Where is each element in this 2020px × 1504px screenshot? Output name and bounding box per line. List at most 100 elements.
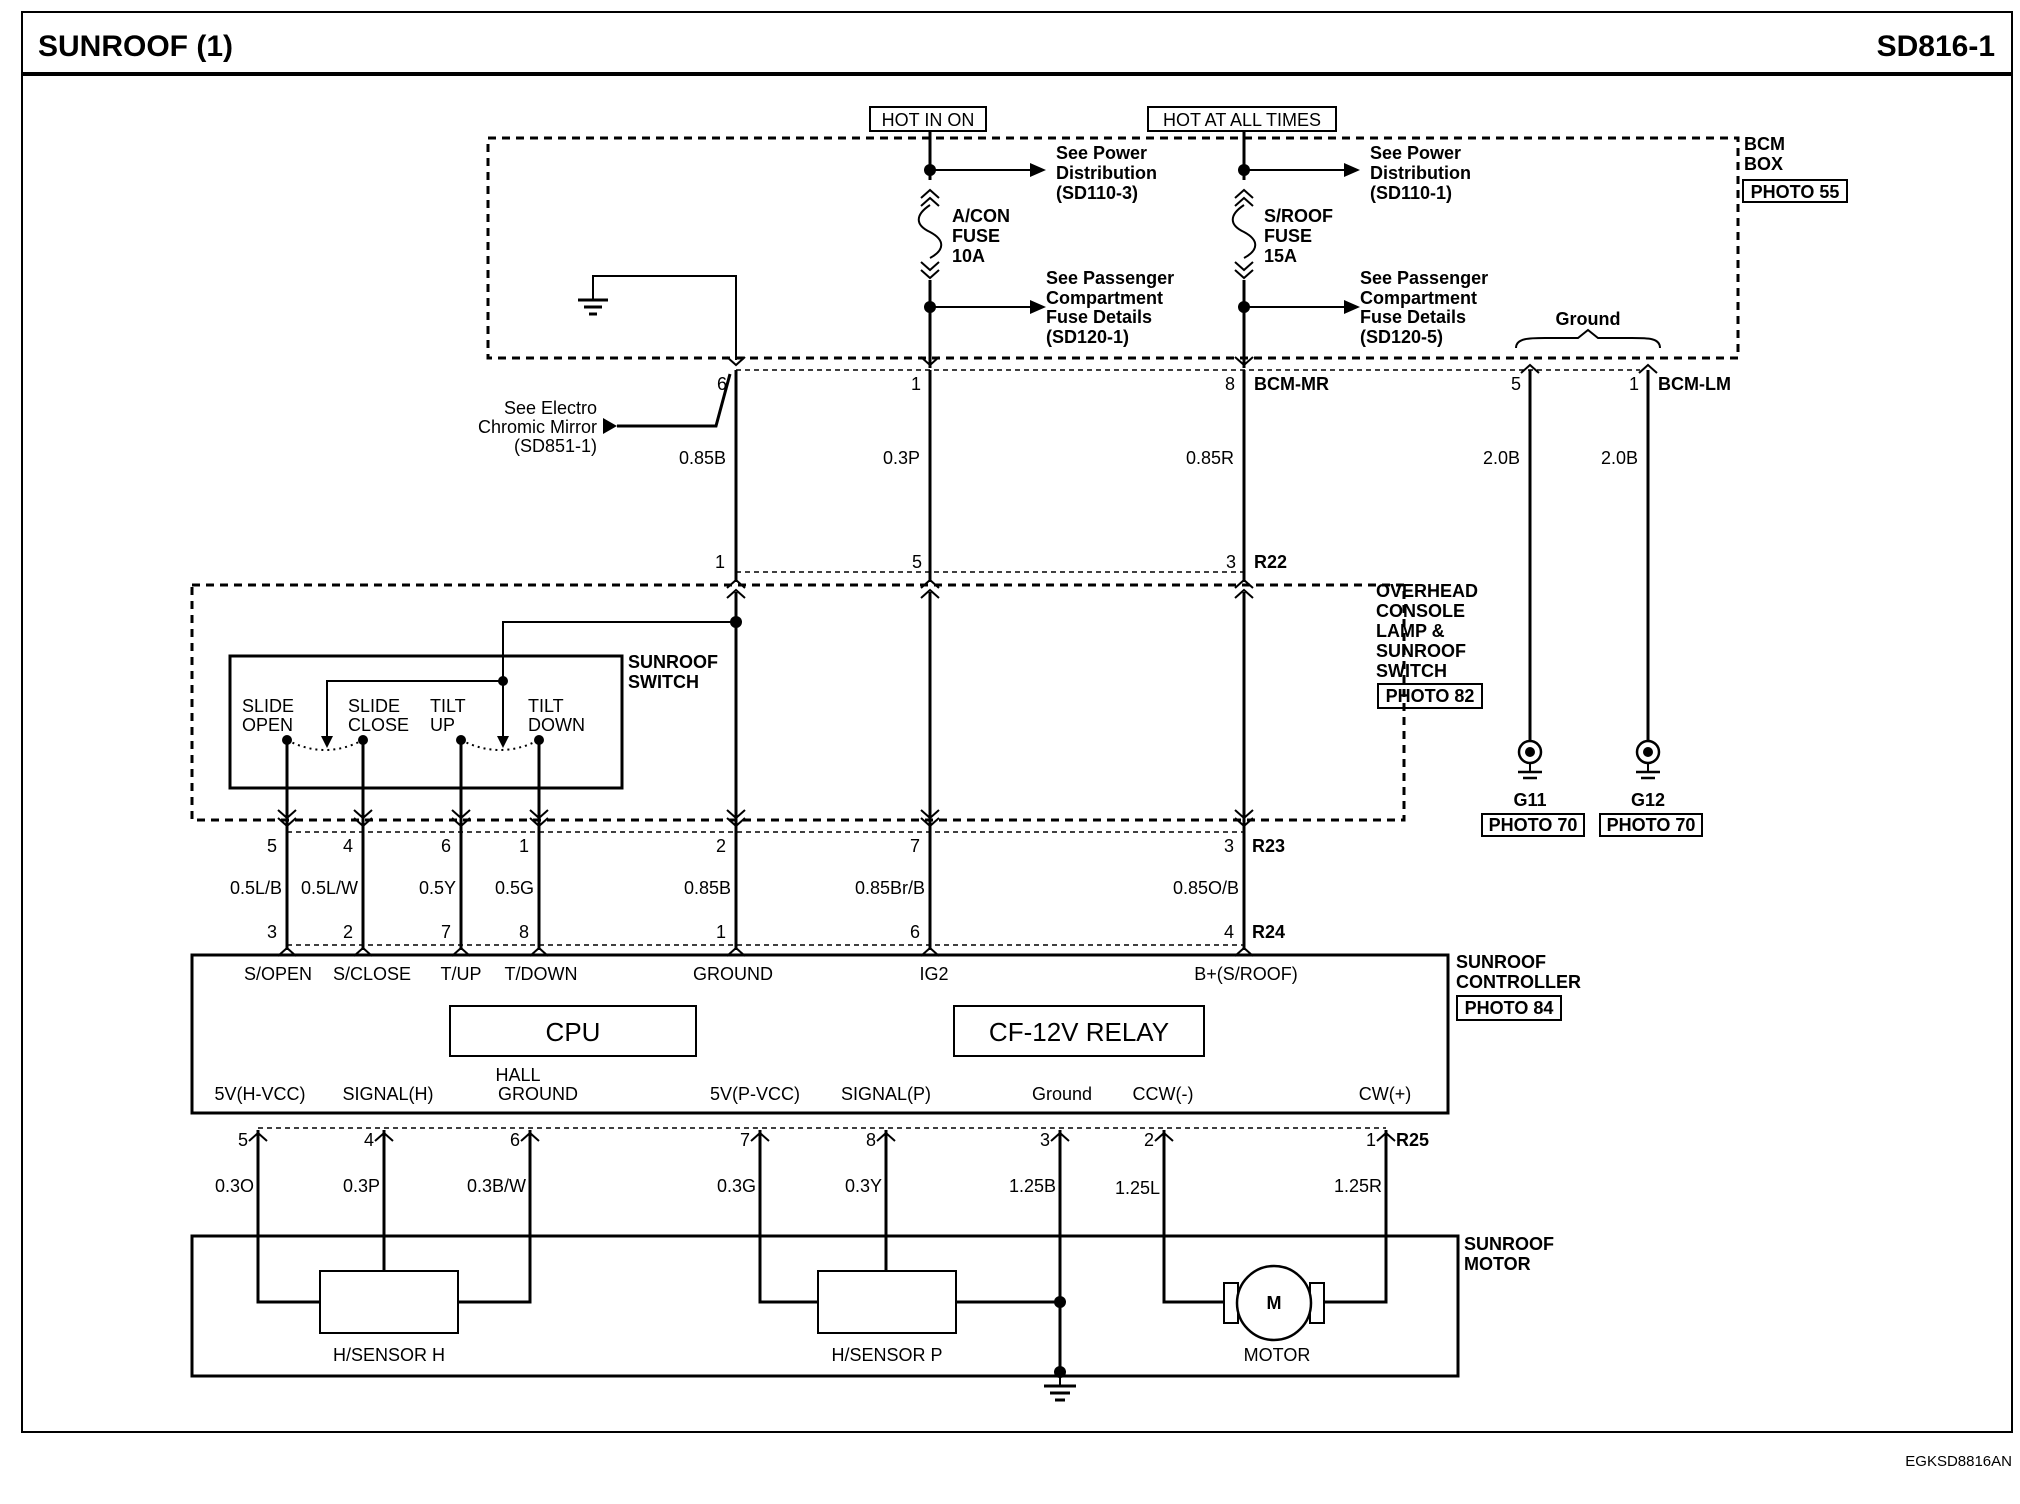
pass-ref-1-l2: Compartment xyxy=(1046,288,1163,308)
bcm-photo-label: PHOTO 55 xyxy=(1751,182,1840,202)
pin-r25-3: 3 xyxy=(1040,1130,1050,1150)
pin-r25-2: 2 xyxy=(1144,1130,1154,1150)
pin-r24-8: 8 xyxy=(519,922,529,942)
pin-r22-5: 5 xyxy=(912,552,922,572)
hall-sensor-h-block xyxy=(319,1270,459,1334)
controller-in-tdown: T/DOWN xyxy=(505,964,578,984)
controller-out-5vp: 5V(P-VCC) xyxy=(710,1084,800,1104)
motor-label: MOTOR xyxy=(1244,1345,1311,1365)
sunroof-motor-box xyxy=(190,1234,1460,1378)
connector-bcm-lm: BCM-LM xyxy=(1658,374,1731,394)
wire-low-2: 0.3B/W xyxy=(467,1176,526,1196)
wire-low-0: 0.3O xyxy=(215,1176,254,1196)
hall-sensor-h-label: H/SENSOR H xyxy=(333,1345,445,1365)
hot-in-on-box xyxy=(869,106,987,132)
overhead-console-l2: CONSOLE xyxy=(1376,601,1465,621)
power-ref-1-l3: (SD110-3) xyxy=(1056,183,1138,203)
switch-slide-open-l2: OPEN xyxy=(242,715,293,735)
page-frame xyxy=(21,11,2013,1433)
pin-r23-3: 3 xyxy=(1224,836,1234,856)
wire-mid-0: 0.5L/B xyxy=(230,878,282,898)
wire-upper-3: 2.0B xyxy=(1483,448,1520,468)
connector-r24: R24 xyxy=(1252,922,1285,942)
hot-at-all-times-box xyxy=(1147,106,1337,132)
controller-out-5vh: 5V(H-VCC) xyxy=(214,1084,305,1104)
wire-mid-4: 0.85B xyxy=(684,878,731,898)
ground-g12-icon xyxy=(1635,739,1661,780)
pin-r25-5: 5 xyxy=(238,1130,248,1150)
overhead-photo-label: PHOTO 82 xyxy=(1386,686,1475,706)
hall-sensor-p-block xyxy=(817,1270,957,1334)
sunroof-switch-name-l1: SUNROOF xyxy=(628,652,718,672)
switch-tilt-up-l2: UP xyxy=(430,715,455,735)
fuse-acon-l2: FUSE xyxy=(952,226,1000,246)
motor-icon: M xyxy=(1223,1264,1325,1342)
pin-r24-6: 6 xyxy=(910,922,920,942)
mirror-ref-l2: Chromic Mirror xyxy=(478,417,597,437)
switch-slide-open-l1: SLIDE xyxy=(242,696,294,716)
pass-ref-1-l4: (SD120-1) xyxy=(1046,327,1129,347)
overhead-photo-box xyxy=(1377,683,1483,709)
r25-chevrons xyxy=(248,1132,1396,1142)
sunroof-switch-box xyxy=(228,654,624,790)
wire-low-5: 1.25B xyxy=(1009,1176,1056,1196)
ground-g12-photo-box xyxy=(1599,813,1703,837)
pin-bcm-8: 8 xyxy=(1225,374,1235,394)
pin-r23-5: 5 xyxy=(267,836,277,856)
wire-upper-0: 0.85B xyxy=(679,448,726,468)
motor-name-l1: SUNROOF xyxy=(1464,1234,1554,1254)
pin-r25-7: 7 xyxy=(740,1130,750,1150)
fuse-sroof-l1: S/ROOF xyxy=(1264,206,1333,226)
cpu-block xyxy=(449,1005,697,1057)
bcm-box-name: BCM xyxy=(1744,134,1785,154)
power-ref-1-l2: Distribution xyxy=(1056,163,1157,183)
relay-label: CF-12V RELAY xyxy=(989,1017,1169,1047)
motor-name-l2: MOTOR xyxy=(1464,1254,1531,1274)
wire-mid-5: 0.85Br/B xyxy=(855,878,925,898)
overhead-console-l5: SWITCH xyxy=(1376,661,1447,681)
cpu-label: CPU xyxy=(546,1017,601,1047)
pass-ref-2-l3: Fuse Details xyxy=(1360,307,1466,327)
hot-in-on-label: HOT IN ON xyxy=(882,110,975,130)
hot-at-all-times-label: HOT AT ALL TIMES xyxy=(1163,110,1321,130)
page-code: SD816-1 xyxy=(1877,30,1995,63)
bcm-ground-label: Ground xyxy=(1556,309,1621,329)
pin-r22-1: 1 xyxy=(715,552,725,572)
sunroof-switch-name-l2: SWITCH xyxy=(628,672,699,692)
pass-ref-1-l3: Fuse Details xyxy=(1046,307,1152,327)
power-ref-2-l3: (SD110-1) xyxy=(1370,183,1452,203)
pin-bcm-6: 6 xyxy=(717,374,727,394)
ground-g11-icon xyxy=(1517,739,1543,780)
pass-ref-2-l4: (SD120-5) xyxy=(1360,327,1443,347)
wire-upper-1: 0.3P xyxy=(883,448,920,468)
pin-r25-4: 4 xyxy=(364,1130,374,1150)
ground-g11-photo: PHOTO 70 xyxy=(1489,815,1578,835)
relay-block xyxy=(953,1005,1205,1057)
pin-r23-6: 6 xyxy=(441,836,451,856)
overhead-console-l4: SUNROOF xyxy=(1376,641,1466,661)
r23-chevrons xyxy=(277,809,1254,827)
overhead-console-l3: LAMP & xyxy=(1376,621,1445,641)
mirror-ref-l1: See Electro xyxy=(504,398,597,418)
motor-symbol: M xyxy=(1267,1293,1282,1313)
wire-low-7: 1.25R xyxy=(1334,1176,1382,1196)
controller-out-sigh: SIGNAL(H) xyxy=(342,1084,433,1104)
bcm-box-name-2: BOX xyxy=(1744,154,1783,174)
pin-r25-1: 1 xyxy=(1366,1130,1376,1150)
pin-bcm-1b: 1 xyxy=(1629,374,1639,394)
controller-photo-box xyxy=(1456,995,1562,1021)
hall-sensor-p-label: H/SENSOR P xyxy=(831,1345,942,1365)
pin-r23-7: 7 xyxy=(910,836,920,856)
footer-ref: EGKSD8816AN xyxy=(1905,1453,2012,1470)
fuse-acon-l1: A/CON xyxy=(952,206,1010,226)
sunroof-controller-box xyxy=(190,953,1450,1115)
pin-r25-8: 8 xyxy=(866,1130,876,1150)
controller-photo-label: PHOTO 84 xyxy=(1465,998,1554,1018)
controller-in-tup: T/UP xyxy=(440,964,481,984)
page-title: SUNROOF (1) xyxy=(38,30,233,63)
connector-r25: R25 xyxy=(1396,1130,1429,1150)
controller-out-hall-ground: GROUND xyxy=(498,1084,578,1104)
controller-in-ig2: IG2 xyxy=(919,964,948,984)
switch-tilt-down-l1: TILT xyxy=(528,696,564,716)
